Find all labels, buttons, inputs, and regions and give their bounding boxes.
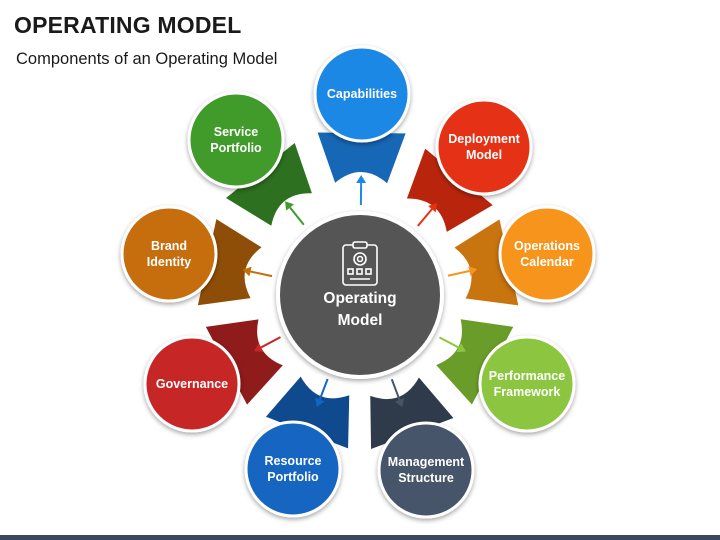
arrow-line-performance-framework — [438, 336, 460, 349]
component-circle-management-structure — [377, 421, 475, 519]
component-label-resource-portfolio-line-1: Resource — [265, 454, 322, 468]
component-circle-brand-identity — [120, 205, 218, 303]
component-nodes: CapabilitiesDeploymentModelOperationsCal… — [120, 45, 596, 519]
page-title: OPERATING MODEL — [14, 12, 242, 38]
connector-governance — [205, 319, 283, 405]
component-circle-resource-portfolio — [244, 420, 342, 518]
component-label-capabilities-line-1: Capabilities — [327, 87, 397, 101]
component-circle-governance — [143, 335, 241, 433]
connector-deployment-model — [406, 148, 493, 232]
component-circle-service-portfolio — [187, 91, 285, 189]
arrow-head-resource-portfolio — [315, 397, 325, 407]
component-governance: Governance — [143, 335, 241, 433]
arrow-head-deployment-model — [428, 203, 438, 213]
center-label-line-2: Model — [338, 312, 383, 329]
component-label-performance-framework-line-1: Performance — [489, 369, 565, 383]
arrow-head-performance-framework — [456, 343, 466, 353]
arrow-head-service-portfolio — [285, 201, 294, 211]
arrow-line-brand-identity — [250, 270, 273, 278]
arrow-line-governance — [260, 336, 281, 349]
component-label-operations-calendar-line-1: Operations — [514, 239, 580, 253]
component-label-management-structure-line-1: Management — [388, 455, 465, 469]
component-label-deployment-model-line-1: Deployment — [448, 132, 520, 146]
connectors — [197, 132, 519, 450]
clipboard-chart-icon — [342, 241, 378, 286]
component-label-deployment-model-line-2: Model — [466, 148, 502, 162]
component-circle-performance-framework — [478, 335, 576, 433]
center-hub: Operating Model — [276, 211, 444, 379]
arrow-head-operations-calendar — [468, 266, 478, 276]
arrow-line-service-portfolio — [289, 206, 305, 226]
arrow-head-capabilities — [356, 175, 367, 184]
component-label-management-structure-line-2: Structure — [398, 471, 454, 485]
component-circle-operations-calendar — [498, 205, 596, 303]
component-label-service-portfolio-line-1: Service — [214, 125, 259, 139]
component-label-brand-identity-line-2: Identity — [147, 255, 191, 269]
arrow-head-governance — [253, 343, 264, 352]
arrow-line-management-structure — [390, 378, 401, 401]
component-label-performance-framework-line-2: Framework — [494, 385, 561, 399]
connector-management-structure — [370, 377, 454, 450]
arrow-head-brand-identity — [242, 266, 252, 277]
center-label-line-1: Operating — [323, 290, 396, 307]
component-circle-capabilities — [313, 45, 411, 143]
arrow-line-operations-calendar — [447, 270, 470, 277]
component-label-governance-line-1: Governance — [156, 377, 228, 391]
connector-capabilities — [317, 132, 406, 184]
connector-performance-framework — [436, 319, 514, 405]
component-label-resource-portfolio-line-2: Portfolio — [267, 470, 319, 484]
component-circle-deployment-model — [435, 98, 533, 196]
footer-bar — [0, 535, 720, 540]
page-subtitle: Components of an Operating Model — [16, 50, 278, 68]
center-circle — [276, 211, 444, 379]
arrow-line-resource-portfolio — [318, 378, 329, 400]
connector-service-portfolio — [226, 142, 312, 226]
component-label-service-portfolio-line-2: Portfolio — [210, 141, 262, 155]
arrows — [242, 175, 478, 408]
arrow-head-management-structure — [394, 398, 405, 408]
component-label-brand-identity-line-1: Brand — [151, 239, 187, 253]
connector-resource-portfolio — [265, 376, 350, 449]
component-capabilities: Capabilities — [313, 45, 411, 143]
component-label-operations-calendar-line-2: Calendar — [520, 255, 574, 269]
arrow-line-deployment-model — [417, 208, 433, 227]
